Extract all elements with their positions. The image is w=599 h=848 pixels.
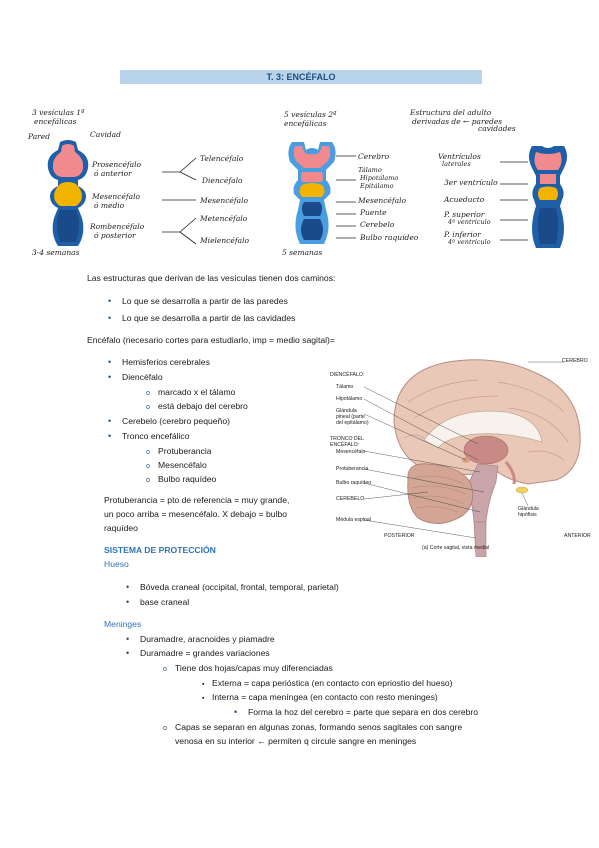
path-item-paredes: Lo que se desarrolla a partir de las par… — [108, 296, 288, 307]
sketch1-cavidad: Cavidad — [90, 130, 121, 139]
sketch1-weeks: 3-4 semanas — [32, 248, 80, 257]
meninges-item-capas: Duramadre, aracnoides y piamadre — [126, 634, 275, 645]
brain-caption: (a) Corte sagital, vista medial — [422, 545, 490, 551]
brain-label-pineal-3: del epitálamo) — [336, 420, 369, 426]
sketch1-arrows — [162, 157, 197, 245]
sketch3-out-psuperior: P. superior — [444, 210, 485, 219]
protuberancia-note-3: raquídeo — [104, 523, 138, 533]
brain-label-tronco-2: ENCÉFALO: — [330, 442, 360, 448]
sketch1-mesencefalo: Mesencéfalo — [92, 192, 141, 201]
part-diencefalo-debajo: está debajo del cerebro — [146, 401, 248, 413]
encefalo-paragraph: Encéfalo (necesario cortes para estudiar… — [87, 335, 335, 345]
vesicle-tube-adult-icon — [529, 146, 567, 248]
sketch2-heading-2: encefálicas — [284, 119, 327, 128]
meninges-sub-senos-1: Capas se separan en algunas zonas, forma… — [163, 722, 462, 734]
sketch3-heading-2: derivadas de ← paredes — [412, 117, 503, 126]
brain-label-hipofisis-2: hipófisis — [518, 512, 537, 518]
part-cerebelo: Cerebelo (cerebro pequeño) — [108, 416, 230, 427]
sketch3-out-pinferior: P. inferior — [444, 230, 481, 239]
path-item-cavidades: Lo que se desarrolla a partir de las cav… — [108, 313, 295, 324]
sketch2-out-cerebro: Cerebro — [358, 152, 390, 161]
meninges-externa: Externa = capa perióstica (en contacto c… — [202, 678, 453, 690]
sketch2-out-puente: Puente — [360, 208, 387, 217]
sketch3-heading-3: cavidades — [478, 124, 516, 133]
sketch1-out-mielencefalo: Mielencéfalo — [200, 236, 249, 245]
brain-label-protuberancia: Protuberancia — [336, 466, 369, 472]
brain-label-medula: Médula espinal — [336, 517, 371, 523]
brain-label-talamo: Tálamo — [336, 384, 354, 390]
sketch1-out-diencefalo: Diencéfalo — [202, 176, 243, 185]
brain-label-hipofisis-1: Glándula — [518, 506, 539, 512]
sketch1-prosencefalo: Prosencéfalo — [92, 160, 142, 169]
sketch2-heading-1: 5 vesículas 2ª — [284, 110, 337, 119]
sketch2-weeks: 5 semanas — [282, 248, 323, 257]
sketch3-arrows — [500, 161, 528, 241]
subheading-hueso: Hueso — [104, 559, 129, 569]
vesicle-tube-icon — [47, 140, 89, 246]
brain-illustration — [363, 359, 581, 557]
meninges-item-duramadre: Duramadre = grandes variaciones — [126, 648, 270, 659]
sketch1-posterior: ó posterior — [94, 231, 136, 240]
part-tronco: Tronco encefálico — [108, 431, 189, 442]
brain-label-diencefalo: DIENCÉFALO: — [330, 372, 365, 378]
part-diencefalo: Diencéfalo — [108, 372, 162, 383]
brain-label-posterior: POSTERIOR — [384, 533, 415, 539]
sketch2-out-mesencefalo: Mesencéfalo — [358, 196, 407, 205]
sketch-3-vesicles: 3 vesículas 1ª encefálicas Pared Cavidad… — [20, 100, 270, 260]
part-tronco-bulbo: Bulbo raquídeo — [146, 474, 216, 486]
meninges-sub-hojas: Tiene dos hojas/capas muy diferenciadas — [163, 663, 333, 675]
sketch3-out-4to-1: 4º ventrículo — [448, 218, 491, 226]
sketch1-out-mesencefalo: Mesencéfalo — [200, 196, 249, 205]
brain-label-pineal-2: pineal (parte — [336, 414, 365, 420]
sketch2-out-talamo: Tálamo — [358, 166, 382, 174]
meninges-sub-senos-2: venosa en su interior ← permiten q circu… — [175, 736, 417, 746]
sketch1-out-telencefalo: Telencéfalo — [200, 154, 244, 163]
sketch2-arrows — [336, 155, 356, 239]
protuberancia-note-2: un poco arriba = mesencéfalo. X debajo =… — [104, 509, 287, 519]
sketch2-out-bulbo: Bulbo raquídeo — [360, 233, 419, 242]
sketch2-out-cerebelo: Cerebelo — [360, 220, 395, 229]
sketch-adult-structures: Estructura del adulto derivadas de ← par… — [410, 100, 590, 260]
meninges-interna: Interna = capa meníngea (en contacto con… — [202, 692, 438, 704]
sketch3-heading-1: Estructura del adulto — [410, 108, 492, 117]
intro-paragraph: Las estructuras que derivan de las vesíc… — [87, 273, 336, 283]
brain-sagittal-figure: CEREBRO DIENCÉFALO: Tálamo Hipotálamo Gl… — [328, 352, 598, 557]
brain-label-mesencefalo: Mesencéfalo — [336, 449, 366, 455]
sketch1-anterior: ó anterior — [94, 169, 132, 178]
brain-label-pineal-1: Glándula — [336, 408, 357, 414]
meninges-hoz: Forma la hoz del cerebro = parte que sep… — [234, 707, 478, 718]
part-tronco-mesencefalo: Mesencéfalo — [146, 460, 207, 472]
sketch3-out-3er: 3er ventrículo — [444, 178, 498, 187]
sketch3-out-laterales: laterales — [442, 160, 471, 168]
brain-label-hipotalamo: Hipotálamo — [336, 396, 363, 402]
brain-label-tronco-1: TRONCO DEL — [330, 436, 365, 442]
sketch1-rombencefalo: Rombencéfalo — [90, 222, 145, 231]
sketch1-medio: ó medio — [94, 201, 125, 210]
document-title: T. 3: ENCÉFALO — [120, 70, 482, 84]
sketch-5-vesicles: 5 vesículas 2ª encefálicas Cerebro Tálam… — [280, 100, 430, 260]
sketch1-heading-1: 3 vesículas 1ª — [32, 108, 85, 117]
part-hemisferios: Hemisferios cerebrales — [108, 357, 210, 368]
brain-label-bulbo: Bulbo raquídeo — [336, 480, 372, 486]
hueso-item-base: base craneal — [126, 597, 189, 608]
protuberancia-note-1: Protuberancia = pto de referencia = muy … — [104, 495, 290, 505]
hueso-item-boveda: Bóveda craneal (occipital, frontal, temp… — [126, 582, 339, 593]
subheading-meninges: Meninges — [104, 619, 142, 629]
part-diencefalo-talamo: marcado x el tálamo — [146, 387, 235, 399]
sketch3-out-ventriculos: Ventrículos — [438, 152, 481, 161]
brain-label-anterior: ANTERIOR — [564, 533, 591, 539]
sketch3-out-4to-2: 4º ventrículo — [448, 238, 491, 246]
vesicle-tube-5-icon — [288, 142, 336, 244]
sketch2-out-hipotalamo: Hipotálamo — [360, 174, 399, 182]
sketch1-out-metencefalo: Metencéfalo — [200, 214, 248, 223]
sketch1-heading-2: encefálicas — [34, 117, 77, 126]
section-heading-sistema: SISTEMA DE PROTECCIÓN — [104, 545, 216, 555]
sketch2-out-epitalamo: Epitálamo — [360, 182, 394, 190]
sketch3-out-acueducto: Acueducto — [444, 195, 485, 204]
brain-label-cerebro: CEREBRO — [562, 358, 588, 364]
part-tronco-protuberancia: Protuberancia — [146, 446, 211, 458]
sketch1-pared: Pared — [28, 132, 51, 141]
brain-label-cerebelo: CEREBELO — [336, 496, 365, 502]
